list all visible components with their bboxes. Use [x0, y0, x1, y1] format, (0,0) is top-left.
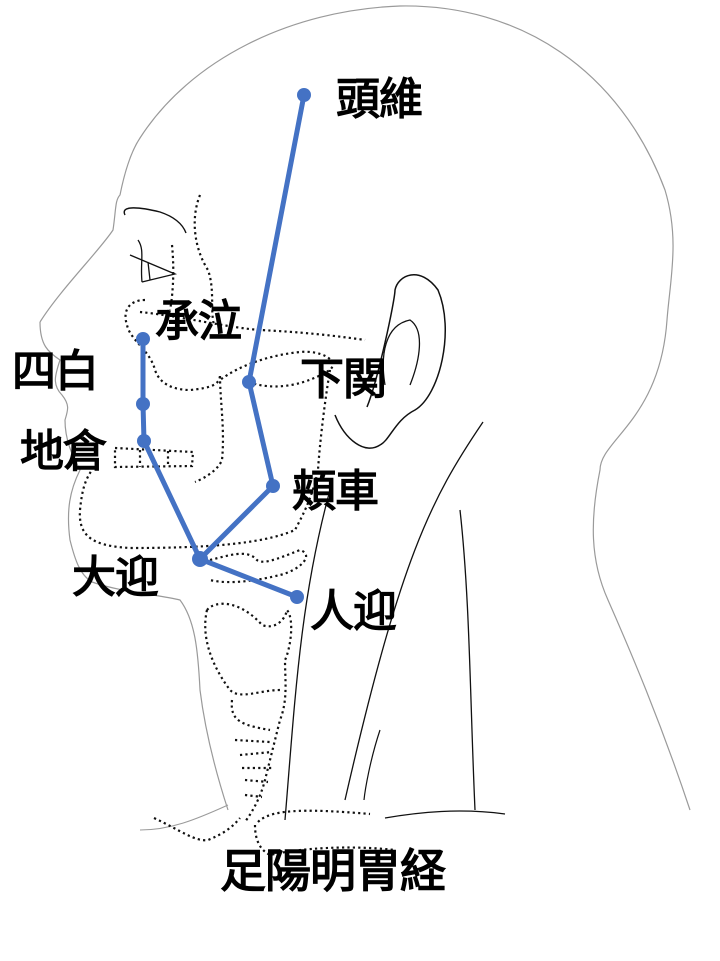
neck-line-2: [284, 489, 331, 821]
point-dot-renying: [290, 590, 304, 604]
chin-line: [139, 804, 229, 831]
point-dot-chengqi: [136, 332, 150, 346]
neck-line-4: [363, 729, 381, 801]
label-chengqi: 承泣: [155, 296, 242, 347]
point-dot-daying: [192, 551, 208, 567]
label-renying: 人迎: [310, 586, 397, 637]
point-dot-dicang: [137, 434, 151, 448]
label-dicang: 地倉: [20, 426, 107, 477]
neck-line-1: [344, 421, 484, 801]
diagram-title: 足陽明胃経: [220, 844, 446, 898]
eye: [129, 239, 178, 283]
eyebrow: [123, 207, 187, 234]
meridian-branch-face: [140, 336, 203, 562]
label-sibai: 四白: [12, 346, 99, 397]
head-outline: [39, 5, 691, 811]
label-jiache: 頬車: [292, 466, 379, 517]
neck-line-3: [459, 509, 476, 811]
point-dot-sibai: [136, 397, 150, 411]
clavicle-line: [384, 810, 506, 819]
point-dot-zuwei: [297, 88, 311, 102]
face-profile: [39, 321, 229, 811]
label-xiaguan: 下関: [300, 354, 387, 405]
point-dot-xiaguan: [242, 375, 256, 389]
acupoint-dots: [136, 88, 311, 604]
label-daying: 大迎: [72, 552, 159, 603]
label-zuwei: 頭維: [336, 74, 423, 125]
point-dot-jiache: [266, 479, 280, 493]
ear-inner: [382, 319, 421, 386]
ear-outer: [334, 274, 446, 449]
